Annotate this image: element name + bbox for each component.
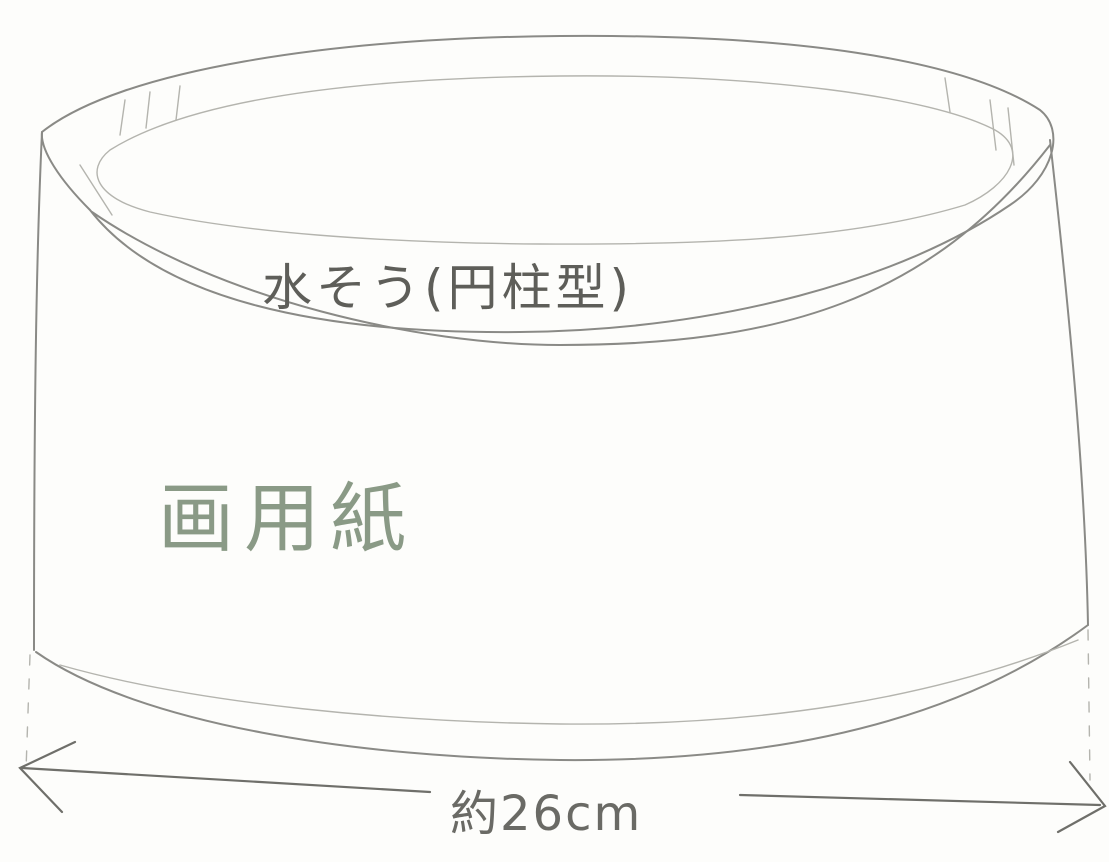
paper-bottom-edge (35, 624, 1089, 762)
dimension-extension-left (25, 654, 31, 771)
dimension-line-left (20, 766, 432, 794)
dimension-arrow-left (18, 740, 77, 814)
tank-label: 水そう(円柱型) (262, 259, 633, 317)
paper-top-edge (91, 144, 1051, 346)
rim-hatching (79, 77, 1015, 216)
paper-bottom-inner (59, 639, 1079, 725)
paper-left-side (33, 131, 43, 651)
dimension-line-right (738, 793, 1102, 807)
paper-label: 画用紙 (158, 474, 416, 563)
paper-right-side (1049, 139, 1089, 626)
dimension-arrow-right (1056, 760, 1107, 834)
tank-rim-outer (40, 34, 1055, 334)
dimension-extension-right (1087, 629, 1091, 781)
tank-rim-inner (96, 75, 1014, 245)
width-label: 約26cm (450, 786, 642, 842)
